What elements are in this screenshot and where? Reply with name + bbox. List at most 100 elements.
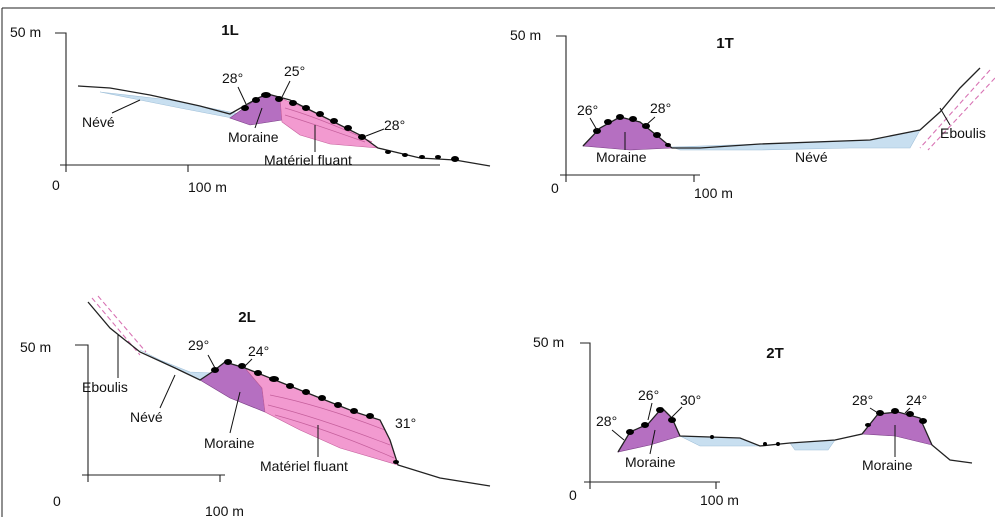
panel-1T-neve-label: Névé xyxy=(795,149,828,165)
boulder xyxy=(919,418,927,424)
panel-2T-boulders xyxy=(626,407,927,446)
panel-1L-boulders xyxy=(241,92,459,162)
panel-2T-angle-4-leader xyxy=(869,407,879,414)
panel-1T-title: 1T xyxy=(716,35,734,52)
panel-1L-angle-2: 25° xyxy=(284,63,305,79)
panel-2T-moraine-left-label: Moraine xyxy=(625,454,676,470)
panel-2T-origin: 0 xyxy=(569,487,577,503)
boulder xyxy=(865,423,871,427)
panel-1T-angle-2-leader xyxy=(644,116,656,127)
panel-1T-origin: 0 xyxy=(551,180,559,196)
boulder xyxy=(330,118,338,124)
boulder xyxy=(289,100,297,106)
panel-2L-neve-leader xyxy=(159,374,176,409)
panel-1L-angle-1: 28° xyxy=(222,70,243,86)
panel-2T-scale-right: 100 m xyxy=(700,492,739,508)
boulder xyxy=(241,105,249,111)
boulder xyxy=(710,435,714,439)
panel-2L-title: 2L xyxy=(238,309,256,326)
panel-2T-angle-1: 28° xyxy=(596,413,617,429)
boulder xyxy=(302,389,310,395)
panel-2L-angle-2-leader xyxy=(243,358,253,368)
panel-2L-neve xyxy=(139,349,214,381)
panel-1L-neve-label: Névé xyxy=(82,114,115,130)
boulder xyxy=(876,410,884,416)
panel-2L-eboulis-label: Eboulis xyxy=(82,379,128,395)
boulder xyxy=(435,155,441,159)
panel-1L-neve-leader xyxy=(111,99,141,114)
panel-2L-angle-2: 24° xyxy=(248,343,269,359)
panel-1T-angle-2: 28° xyxy=(650,100,671,116)
panel-2L-flowline-2 xyxy=(267,404,391,446)
panel-2L-fluant xyxy=(244,367,399,466)
boulder xyxy=(238,363,246,369)
panel-2L: 2L 50 m 0 100 m xyxy=(20,295,491,517)
panel-2L-neve-label: Névé xyxy=(130,409,163,425)
boulder xyxy=(629,116,637,122)
panel-2L-angle-3: 31° xyxy=(395,415,416,431)
panel-2T-scale-top: 50 m xyxy=(533,334,564,350)
panel-2T-moraine-left-leader xyxy=(649,429,656,455)
panel-2T: 2T 50 m 0 100 m 28° xyxy=(533,334,973,508)
panel-2T-angle-5-leader xyxy=(904,407,911,414)
boulder xyxy=(261,92,271,98)
boulder xyxy=(906,411,914,417)
panel-2T-angle-3-leader xyxy=(671,406,683,418)
boulder xyxy=(302,105,310,111)
panel-2T-angle-3: 30° xyxy=(680,392,701,408)
boulder xyxy=(653,132,661,138)
panel-2T-ground-profile xyxy=(617,407,973,464)
panel-1T-angle-1: 26° xyxy=(577,102,598,118)
panel-2L-flowline-3 xyxy=(274,414,395,459)
panel-2T-title: 2T xyxy=(766,345,784,362)
boulder xyxy=(891,408,899,414)
panel-1L-scale-top: 50 m xyxy=(10,24,41,40)
panel-2L-flowline-1 xyxy=(269,394,386,431)
panel-2L-origin: 0 xyxy=(53,493,61,509)
boulder xyxy=(344,125,352,131)
boulder xyxy=(419,155,425,159)
boulder xyxy=(252,97,260,103)
panel-1L: 1L 50 m 0 100 m xyxy=(10,22,491,195)
panel-2T-angle-4: 28° xyxy=(852,392,873,408)
panel-2T-angle-1-leader xyxy=(611,429,625,441)
boulder xyxy=(224,359,232,365)
boulder xyxy=(385,150,391,154)
panel-1T-scree-line-2 xyxy=(927,77,995,151)
boulder xyxy=(665,143,671,147)
panel-2L-scale-right: 100 m xyxy=(205,503,244,517)
panel-1L-moraine-label: Moraine xyxy=(228,129,279,145)
panel-2L-angle-1: 29° xyxy=(188,337,209,353)
boulder xyxy=(402,153,408,157)
panel-2L-moraine-leader xyxy=(229,391,241,434)
panel-2L-fluant-label: Matériel fluant xyxy=(260,458,348,474)
panel-2L-ground-profile xyxy=(87,301,491,487)
panel-1T: 1T 50 m 0 100 m 26° 28° Moraine xyxy=(510,27,995,201)
boulder xyxy=(358,134,366,140)
boulder xyxy=(393,460,399,464)
panel-2L-scree-line-1 xyxy=(91,297,141,356)
panel-1L-flowline-2 xyxy=(284,114,366,143)
panel-1T-angle-1-leader xyxy=(589,117,598,131)
panel-1T-scree-line-1 xyxy=(919,69,991,149)
panel-1L-angle-1-leader xyxy=(237,86,247,105)
boulder xyxy=(318,395,326,401)
boulder xyxy=(656,407,664,413)
boulder xyxy=(254,370,262,376)
panel-1L-fluant-label: Matériel fluant xyxy=(264,152,352,168)
boulder xyxy=(451,156,459,162)
panel-1L-angle-3-leader xyxy=(365,128,385,137)
boulder xyxy=(286,383,294,389)
panel-1L-origin: 0 xyxy=(52,177,60,193)
panel-1T-eboulis-label: Eboulis xyxy=(940,125,986,141)
panel-2T-angle-5: 24° xyxy=(906,392,927,408)
boulder xyxy=(616,114,624,120)
boulder xyxy=(269,376,279,382)
panel-1T-boulders xyxy=(593,114,671,147)
boulder xyxy=(668,417,676,423)
boulder xyxy=(776,442,780,446)
boulder xyxy=(275,96,283,102)
boulder xyxy=(316,111,324,117)
boulder xyxy=(626,429,634,435)
